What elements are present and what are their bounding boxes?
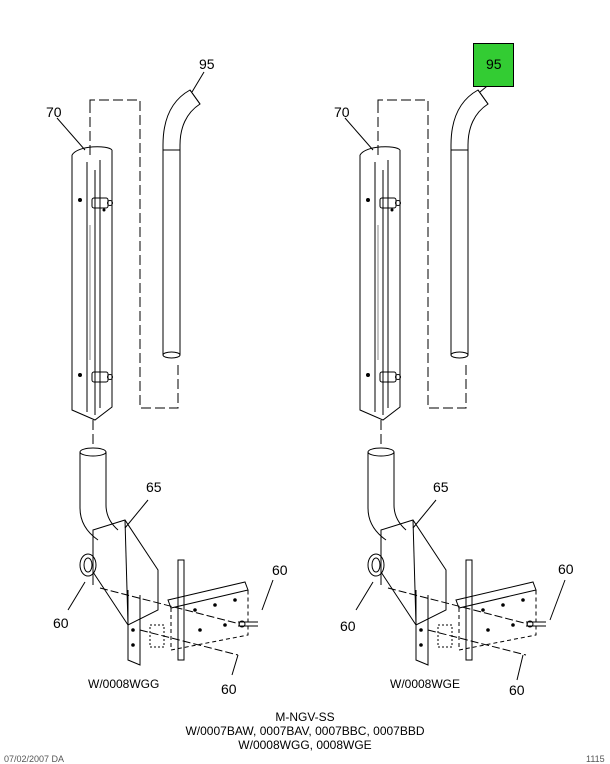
footer-line-2: W/0007BAW, 0007BAV, 0007BBC, 0007BBD (185, 724, 425, 738)
footer-line-1: M-NGV-SS (275, 710, 335, 724)
callout-60-left-a[interactable]: 60 (53, 615, 69, 631)
callout-60-left-b[interactable]: 60 (272, 562, 288, 578)
callout-60-right-a[interactable]: 60 (340, 618, 356, 634)
highlighted-callout-box (473, 43, 514, 87)
callout-65-left[interactable]: 65 (146, 479, 162, 495)
caption-left: W/0008WGG (88, 677, 160, 691)
callout-65-right[interactable]: 65 (433, 479, 449, 495)
bottom-right-partial-text: 1115 (586, 754, 605, 764)
caption-right: W/0008WGE (390, 677, 461, 691)
callout-60-left-c[interactable]: 60 (221, 681, 237, 697)
callout-70-left[interactable]: 70 (46, 104, 62, 120)
callout-60-right-c[interactable]: 60 (509, 682, 525, 698)
left-assembly (56, 71, 274, 676)
footer-line-3: W/0008WGG, 0008WGE (238, 738, 372, 752)
callout-60-right-b[interactable]: 60 (558, 561, 574, 577)
callout-95-right[interactable]: 95 (486, 56, 502, 72)
bottom-left-partial-text: 07/02/2007 DA (4, 754, 65, 764)
right-assembly (344, 81, 566, 681)
callout-70-right[interactable]: 70 (334, 104, 350, 120)
callout-95-left[interactable]: 95 (199, 56, 215, 72)
